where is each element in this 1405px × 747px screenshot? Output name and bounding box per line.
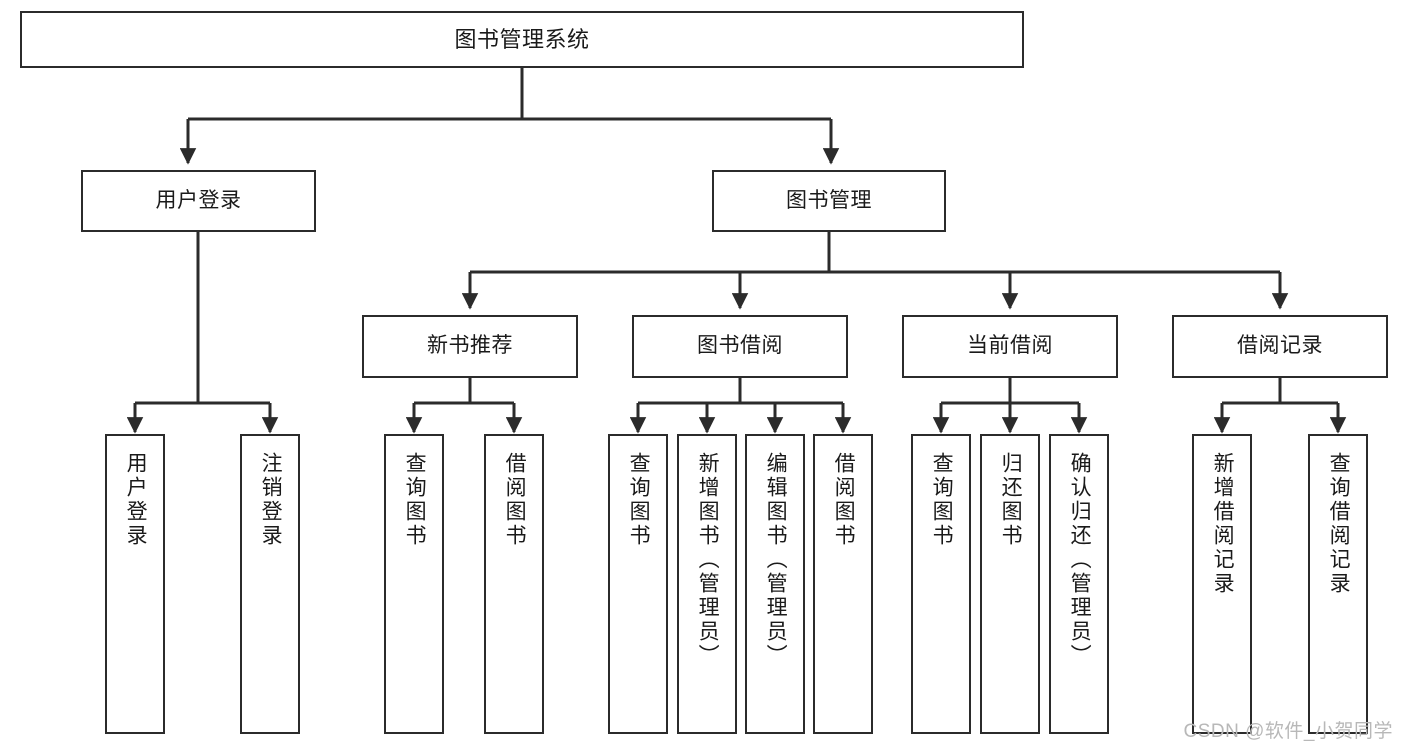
node-label: 查询借阅记录 — [1327, 452, 1351, 596]
node-current-borrow[interactable]: 当前借阅 — [902, 315, 1118, 378]
node-user-login[interactable]: 用户登录 — [81, 170, 316, 232]
leaf-current-query-book[interactable]: 查询图书 — [911, 434, 971, 734]
node-book-management[interactable]: 图书管理 — [712, 170, 946, 232]
node-label: 图书借阅 — [697, 334, 783, 358]
leaf-borrow-borrow-book[interactable]: 借阅图书 — [813, 434, 873, 734]
node-label: 借阅图书 — [503, 452, 527, 548]
node-new-book-recommend[interactable]: 新书推荐 — [362, 315, 578, 378]
node-label: 编辑图书（管理员） — [764, 452, 788, 668]
leaf-record-query-borrow-record[interactable]: 查询借阅记录 — [1308, 434, 1368, 734]
leaf-current-confirm-return-admin[interactable]: 确认归还（管理员） — [1049, 434, 1109, 734]
leaf-record-add-borrow-record[interactable]: 新增借阅记录 — [1192, 434, 1252, 734]
watermark-text: CSDN @软件_小贺同学 — [1183, 721, 1393, 742]
leaf-recommend-borrow-book[interactable]: 借阅图书 — [484, 434, 544, 734]
leaf-recommend-query-book[interactable]: 查询图书 — [384, 434, 444, 734]
node-label: 用户登录 — [155, 188, 242, 212]
node-label: 当前借阅 — [967, 334, 1053, 358]
node-label: 查询图书 — [627, 452, 651, 548]
leaf-user-login-logout[interactable]: 注销登录 — [240, 434, 300, 734]
node-borrow-record[interactable]: 借阅记录 — [1172, 315, 1388, 378]
node-label: 图书管理系统 — [454, 26, 590, 52]
leaf-user-login-login[interactable]: 用户登录 — [105, 434, 165, 734]
node-label: 查询图书 — [403, 452, 427, 548]
node-book-borrow[interactable]: 图书借阅 — [632, 315, 848, 378]
node-label: 借阅记录 — [1237, 334, 1323, 358]
node-label: 注销登录 — [259, 452, 283, 548]
node-label: 新增图书（管理员） — [696, 452, 720, 668]
leaf-current-return-book[interactable]: 归还图书 — [980, 434, 1040, 734]
node-label: 用户登录 — [124, 452, 148, 548]
node-root-system[interactable]: 图书管理系统 — [20, 11, 1024, 68]
node-label: 图书管理 — [786, 188, 872, 212]
node-label: 新书推荐 — [427, 334, 513, 358]
node-label: 查询图书 — [930, 452, 954, 548]
leaf-borrow-edit-book-admin[interactable]: 编辑图书（管理员） — [745, 434, 805, 734]
node-label: 确认归还（管理员） — [1068, 452, 1092, 668]
node-label: 借阅图书 — [832, 452, 856, 548]
node-label: 归还图书 — [999, 452, 1023, 548]
leaf-borrow-add-book-admin[interactable]: 新增图书（管理员） — [677, 434, 737, 734]
node-label: 新增借阅记录 — [1211, 452, 1235, 596]
leaf-borrow-query-book[interactable]: 查询图书 — [608, 434, 668, 734]
